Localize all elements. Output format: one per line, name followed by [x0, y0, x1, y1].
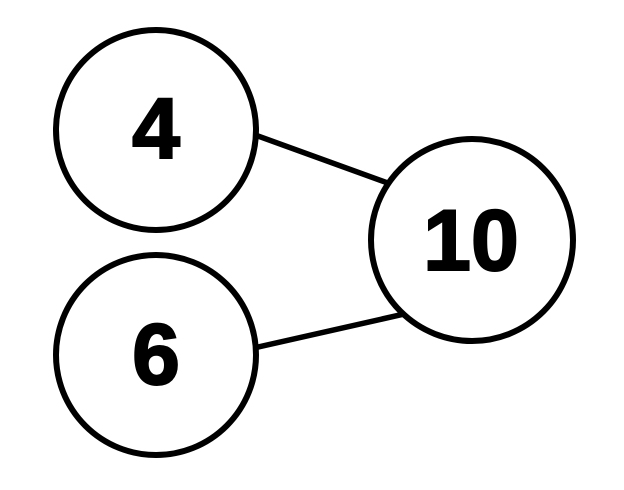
node-value-part-top: 4	[132, 81, 180, 177]
node-part-bottom: 6	[53, 252, 259, 458]
node-value-whole: 10	[423, 193, 519, 289]
node-circle-part-bottom	[53, 252, 259, 458]
node-circle-whole	[368, 136, 576, 344]
connector-part-bottom-to-whole	[247, 310, 411, 352]
node-value-part-bottom: 6	[132, 307, 180, 403]
node-circle-part-top	[53, 27, 259, 233]
node-part-top: 4	[53, 27, 259, 233]
node-whole: 10	[368, 136, 576, 344]
connector-part-top-to-whole	[247, 130, 396, 188]
